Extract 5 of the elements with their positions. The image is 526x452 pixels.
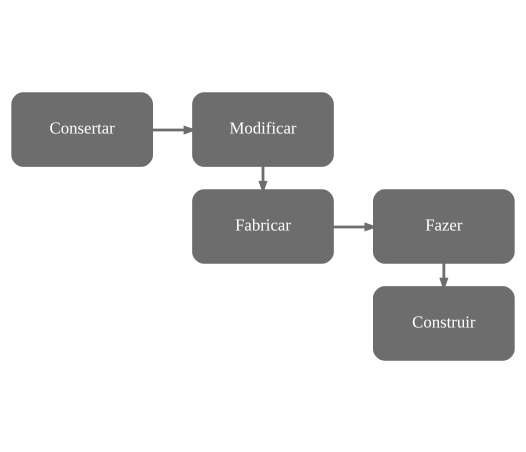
node-box: Construir [373,286,515,360]
node-box: Fabricar [192,188,334,264]
node-box: Consertar [11,92,153,166]
node-box: Fazer [373,188,515,264]
node-box: Modificar [192,92,334,166]
